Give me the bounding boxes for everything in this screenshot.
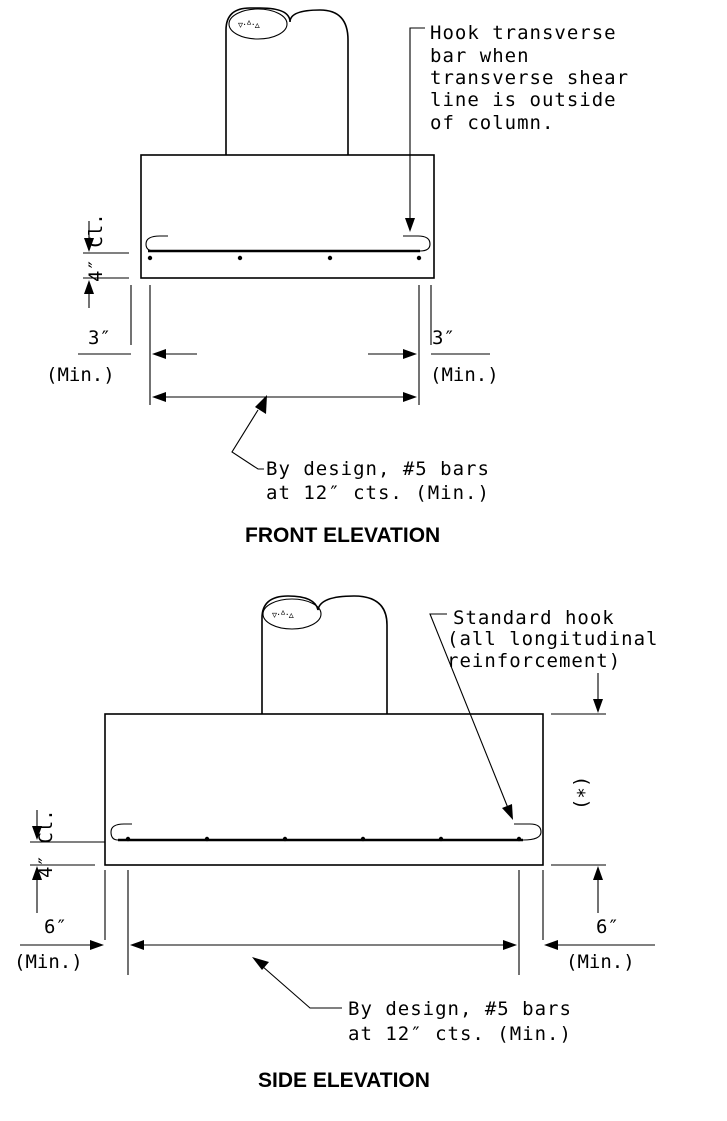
front-elevation: ▿·ᐞ·▵ xyxy=(78,7,490,470)
side-left-6in-dimension xyxy=(20,940,104,950)
front-column: ▿·ᐞ·▵ xyxy=(225,7,349,155)
front-hook-note-line-2: bar when xyxy=(430,45,530,67)
front-cover-dimension xyxy=(83,221,129,308)
front-overall-dimension xyxy=(152,392,417,402)
side-hook-leader xyxy=(429,613,513,820)
side-elevation-title: SIDE ELEVATION xyxy=(258,1069,430,1092)
side-right-dim-label: 6″ xyxy=(596,916,619,938)
side-depth-mark: (∗) xyxy=(570,776,592,810)
front-bottom-note-line-1: By design, #5 bars xyxy=(266,458,490,480)
side-footing xyxy=(104,713,544,866)
side-hook-note-line-2: (all longitudinal xyxy=(447,628,658,650)
front-left-dim-label: 3″ xyxy=(88,327,111,349)
side-clear-cover-label: 4″ Cl. xyxy=(35,809,57,878)
side-overall-dimension xyxy=(130,940,517,950)
front-right-min-label: (Min.) xyxy=(430,364,499,386)
side-elevation: ▿·ᐞ·▵ xyxy=(20,595,655,1009)
side-right-6in-dimension xyxy=(544,940,655,950)
side-bottom-note-line-1: By design, #5 bars xyxy=(348,998,572,1020)
side-left-min-label: (Min.) xyxy=(14,951,83,973)
svg-text:▿·ᐞ·▵: ▿·ᐞ·▵ xyxy=(272,610,294,621)
front-left-3in-dimension xyxy=(78,349,197,359)
side-cover-dimension xyxy=(30,810,105,913)
front-hook-note-line-4: line is outside xyxy=(430,89,617,111)
side-rebar xyxy=(110,823,542,842)
svg-text:▿·ᐞ·▵: ▿·ᐞ·▵ xyxy=(238,20,260,31)
front-right-3in-dimension xyxy=(368,349,490,359)
front-rebar xyxy=(145,235,431,261)
side-column: ▿·ᐞ·▵ xyxy=(261,595,388,714)
side-bottom-leader xyxy=(252,957,342,1009)
front-right-dim-label: 3″ xyxy=(432,327,455,349)
front-clear-cover-label: 4″ Cl. xyxy=(85,213,107,282)
front-footing xyxy=(140,154,435,279)
side-bottom-note-line-2: at 12″ cts. (Min.) xyxy=(348,1023,572,1045)
front-hook-note-line-5: of column. xyxy=(430,112,554,134)
front-hook-note-line-3: transverse shear xyxy=(430,67,629,89)
side-left-dim-label: 6″ xyxy=(44,916,67,938)
front-hook-leader xyxy=(405,27,425,232)
side-depth-dimension xyxy=(551,673,606,913)
front-hook-note-line-1: Hook transverse xyxy=(430,22,617,44)
side-hook-note-line-1: Standard hook xyxy=(453,607,615,629)
side-right-min-label: (Min.) xyxy=(566,951,635,973)
front-bottom-leader xyxy=(231,395,267,470)
side-hook-note-line-3: reinforcement) xyxy=(447,650,621,672)
front-elevation-title: FRONT ELEVATION xyxy=(245,524,440,547)
front-bottom-note-line-2: at 12″ cts. (Min.) xyxy=(266,482,490,504)
front-left-min-label: (Min.) xyxy=(46,364,115,386)
